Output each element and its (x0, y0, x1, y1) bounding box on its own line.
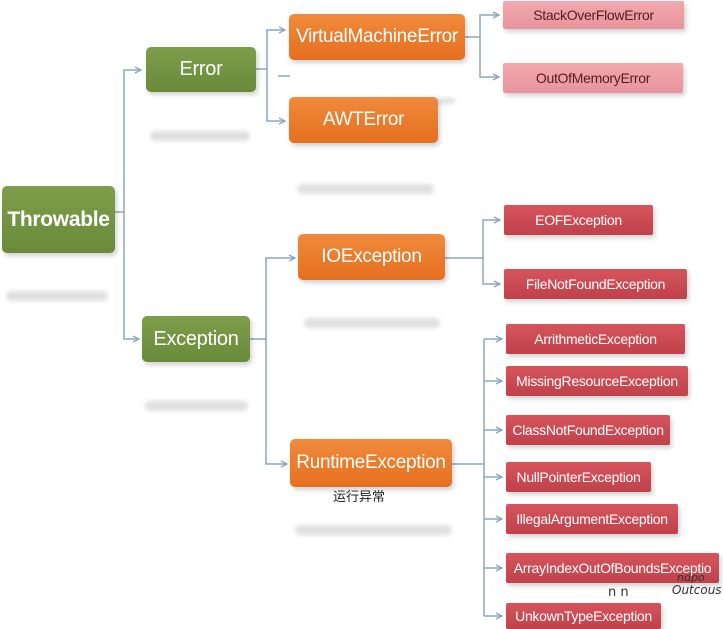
node-label: StackOverFlowError (533, 7, 654, 23)
node-null-pointer-exception[interactable]: NullPointerException (506, 462, 651, 492)
node-label: Error (179, 58, 223, 80)
connector-throwable-trunk (115, 70, 141, 213)
connector-exception-io (250, 258, 295, 340)
node-stack-overflow-error[interactable]: StackOverFlowError (503, 1, 684, 29)
watermark-fragment: n n (608, 585, 629, 600)
blurred-reflection (150, 131, 250, 141)
connector-vme-stackoverflow (465, 15, 499, 38)
node-label: ArrithmeticException (534, 331, 657, 347)
node-label: ClassNotFoundException (512, 422, 664, 438)
node-label: Exception (153, 327, 239, 350)
watermark-fragment: ndpo (677, 571, 705, 584)
blurred-reflection (297, 184, 434, 194)
node-label: RuntimeException (296, 452, 446, 473)
blurred-reflection (6, 291, 108, 301)
node-class-not-found-exception[interactable]: ClassNotFoundException (506, 415, 670, 445)
connector-exception-runtime (265, 339, 287, 464)
node-virtual-machine-error[interactable]: VirtualMachineError (289, 14, 465, 60)
node-runtime-exception[interactable]: RuntimeException (290, 439, 452, 487)
node-label: NullPointerException (516, 469, 641, 485)
node-label: IllegalArgumentException (516, 511, 668, 527)
node-label: VirtualMachineError (296, 26, 458, 47)
blurred-reflection (295, 525, 452, 535)
node-array-index-exception[interactable]: ArrayIndexOutOfBoundsExceptio (506, 553, 719, 583)
node-label: MissingResourceException (516, 373, 678, 389)
node-throwable[interactable]: Throwable (2, 186, 115, 253)
node-label: FileNotFoundException (525, 276, 666, 292)
connector-error-vme (256, 30, 285, 70)
node-label: EOFException (535, 212, 622, 228)
node-illegal-argument-exception[interactable]: IllegalArgumentException (506, 504, 678, 534)
node-exception[interactable]: Exception (142, 316, 250, 362)
connector-error-awt (266, 69, 285, 121)
node-arithmetic-exception[interactable]: ArrithmeticException (506, 324, 685, 354)
node-eof-exception[interactable]: EOFException (504, 205, 653, 235)
blurred-reflection (145, 401, 248, 411)
runtime-exception-annotation: 运行异常 (333, 490, 386, 505)
node-file-not-found-exception[interactable]: FileNotFoundException (504, 269, 687, 299)
node-awt-error[interactable]: AWTError (289, 97, 438, 143)
node-label: ArrayIndexOutOfBoundsExceptio (513, 560, 712, 576)
watermark-fragment: Outcous (672, 583, 722, 597)
node-label: OutOfMemoryError (535, 70, 651, 86)
blurred-reflection (304, 318, 440, 328)
node-label: IOException (321, 246, 422, 267)
connector-vme-outofmemory (479, 37, 499, 77)
node-missing-resource-exception[interactable]: MissingResourceException (506, 366, 688, 396)
connector-io-eof (445, 220, 500, 259)
node-out-of-memory-error[interactable]: OutOfMemoryError (503, 63, 683, 93)
connector-throwable-exception (123, 212, 139, 339)
node-label: UnkownTypeException (515, 608, 652, 624)
node-io-exception[interactable]: IOException (298, 234, 445, 280)
node-label: Throwable (7, 207, 110, 231)
node-error[interactable]: Error (146, 47, 256, 92)
connector-io-filenotfound (482, 258, 500, 284)
node-label: AWTError (322, 109, 405, 130)
node-unknown-type-exception[interactable]: UnkownTypeException (506, 603, 661, 629)
